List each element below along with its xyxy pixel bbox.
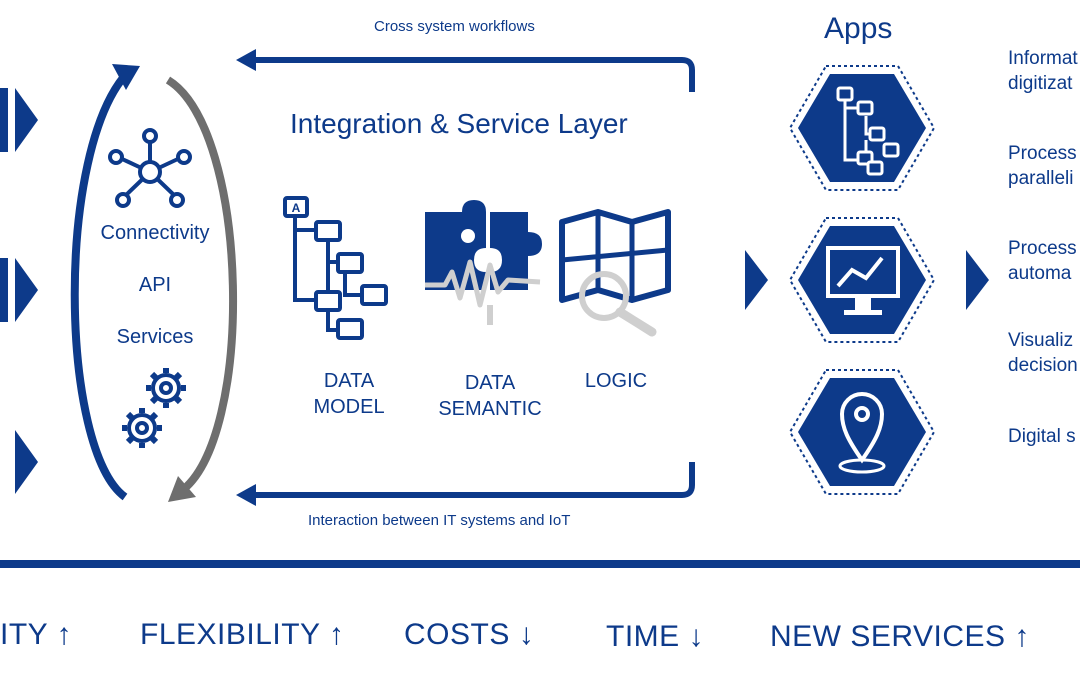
benefit-line2: automa <box>1008 263 1072 284</box>
kpi-label: COSTS <box>404 618 510 651</box>
connectivity-label: Connectivity <box>100 222 210 244</box>
tree-root-letter: A <box>292 201 301 215</box>
benefit-line1: Process <box>1008 238 1077 259</box>
benefit-line1: Informat <box>1008 48 1078 69</box>
kpi-divider-bar <box>0 560 1080 568</box>
benefit-line2: digitizat <box>1008 73 1073 94</box>
arrow-down-icon: ↓ <box>518 618 535 651</box>
network-hub-icon <box>108 128 192 208</box>
benefit-line1: Process <box>1008 143 1077 164</box>
workflow-bottom-arrow <box>236 462 695 506</box>
benefit-line2: paralleli <box>1008 168 1074 189</box>
app-hexagon-location <box>788 369 936 495</box>
component-line1: DATA <box>323 370 375 392</box>
arrow-up-icon: ↑ <box>1014 620 1030 653</box>
api-label: API <box>138 274 172 296</box>
app-hexagon-tree <box>788 65 936 191</box>
kpi-item: NEW SERVICES ↑ <box>770 620 1030 654</box>
app-hexagon-monitor <box>788 217 936 343</box>
apps-title: Apps <box>824 12 893 45</box>
component-data-model: DATA MODEL <box>299 368 399 420</box>
kpi-label: FLEXIBILITY <box>140 618 321 651</box>
benefit-item: Process paralleli <box>1008 141 1077 191</box>
component-line1: LOGIC <box>584 370 648 392</box>
component-logic: LOGIC <box>566 368 666 394</box>
kpi-item: TIME ↓ <box>606 620 704 654</box>
benefit-item: Digital s <box>1008 424 1076 449</box>
arrow-up-icon: ↑ <box>56 618 72 651</box>
chevron-to-apps <box>745 250 768 310</box>
services-label: Services <box>116 326 194 348</box>
component-line2: SEMANTIC <box>438 398 542 420</box>
workflow-top-arrow <box>236 49 695 92</box>
kpi-label: ITY <box>0 618 48 651</box>
kpi-label: TIME <box>606 620 680 653</box>
kpi-item: COSTS ↓ <box>404 618 534 652</box>
workflow-bottom-caption: Interaction between IT systems and IoT <box>308 512 571 529</box>
benefit-line1: Visualiz <box>1008 330 1074 351</box>
logic-map-search-icon <box>559 209 671 337</box>
data-model-tree-icon <box>283 196 388 340</box>
arrow-up-icon: ↑ <box>328 618 345 651</box>
component-line1: DATA <box>464 372 516 394</box>
kpi-item: FLEXIBILITY ↑ <box>140 618 344 652</box>
benefit-item: Informat digitizat <box>1008 46 1078 96</box>
benefit-item: Visualiz decision <box>1008 328 1078 378</box>
layer-title: Integration & Service Layer <box>290 108 628 139</box>
chevron-to-benefits <box>966 250 989 310</box>
connectivity-cycle-arrows <box>70 64 238 502</box>
benefit-item: Process automa <box>1008 236 1077 286</box>
workflow-top-caption: Cross system workflows <box>374 18 535 35</box>
benefit-line2: decision <box>1008 355 1078 376</box>
component-line2: MODEL <box>313 396 385 418</box>
gears-icon <box>122 368 186 448</box>
left-chevrons <box>0 88 38 494</box>
kpi-label: NEW SERVICES <box>770 620 1006 653</box>
arrow-down-icon: ↓ <box>688 620 705 653</box>
kpi-item: ITY ↑ <box>0 618 72 652</box>
puzzle-icon <box>425 200 542 325</box>
component-data-semantic: DATA SEMANTIC <box>430 370 550 422</box>
benefit-line1: Digital s <box>1008 426 1076 447</box>
